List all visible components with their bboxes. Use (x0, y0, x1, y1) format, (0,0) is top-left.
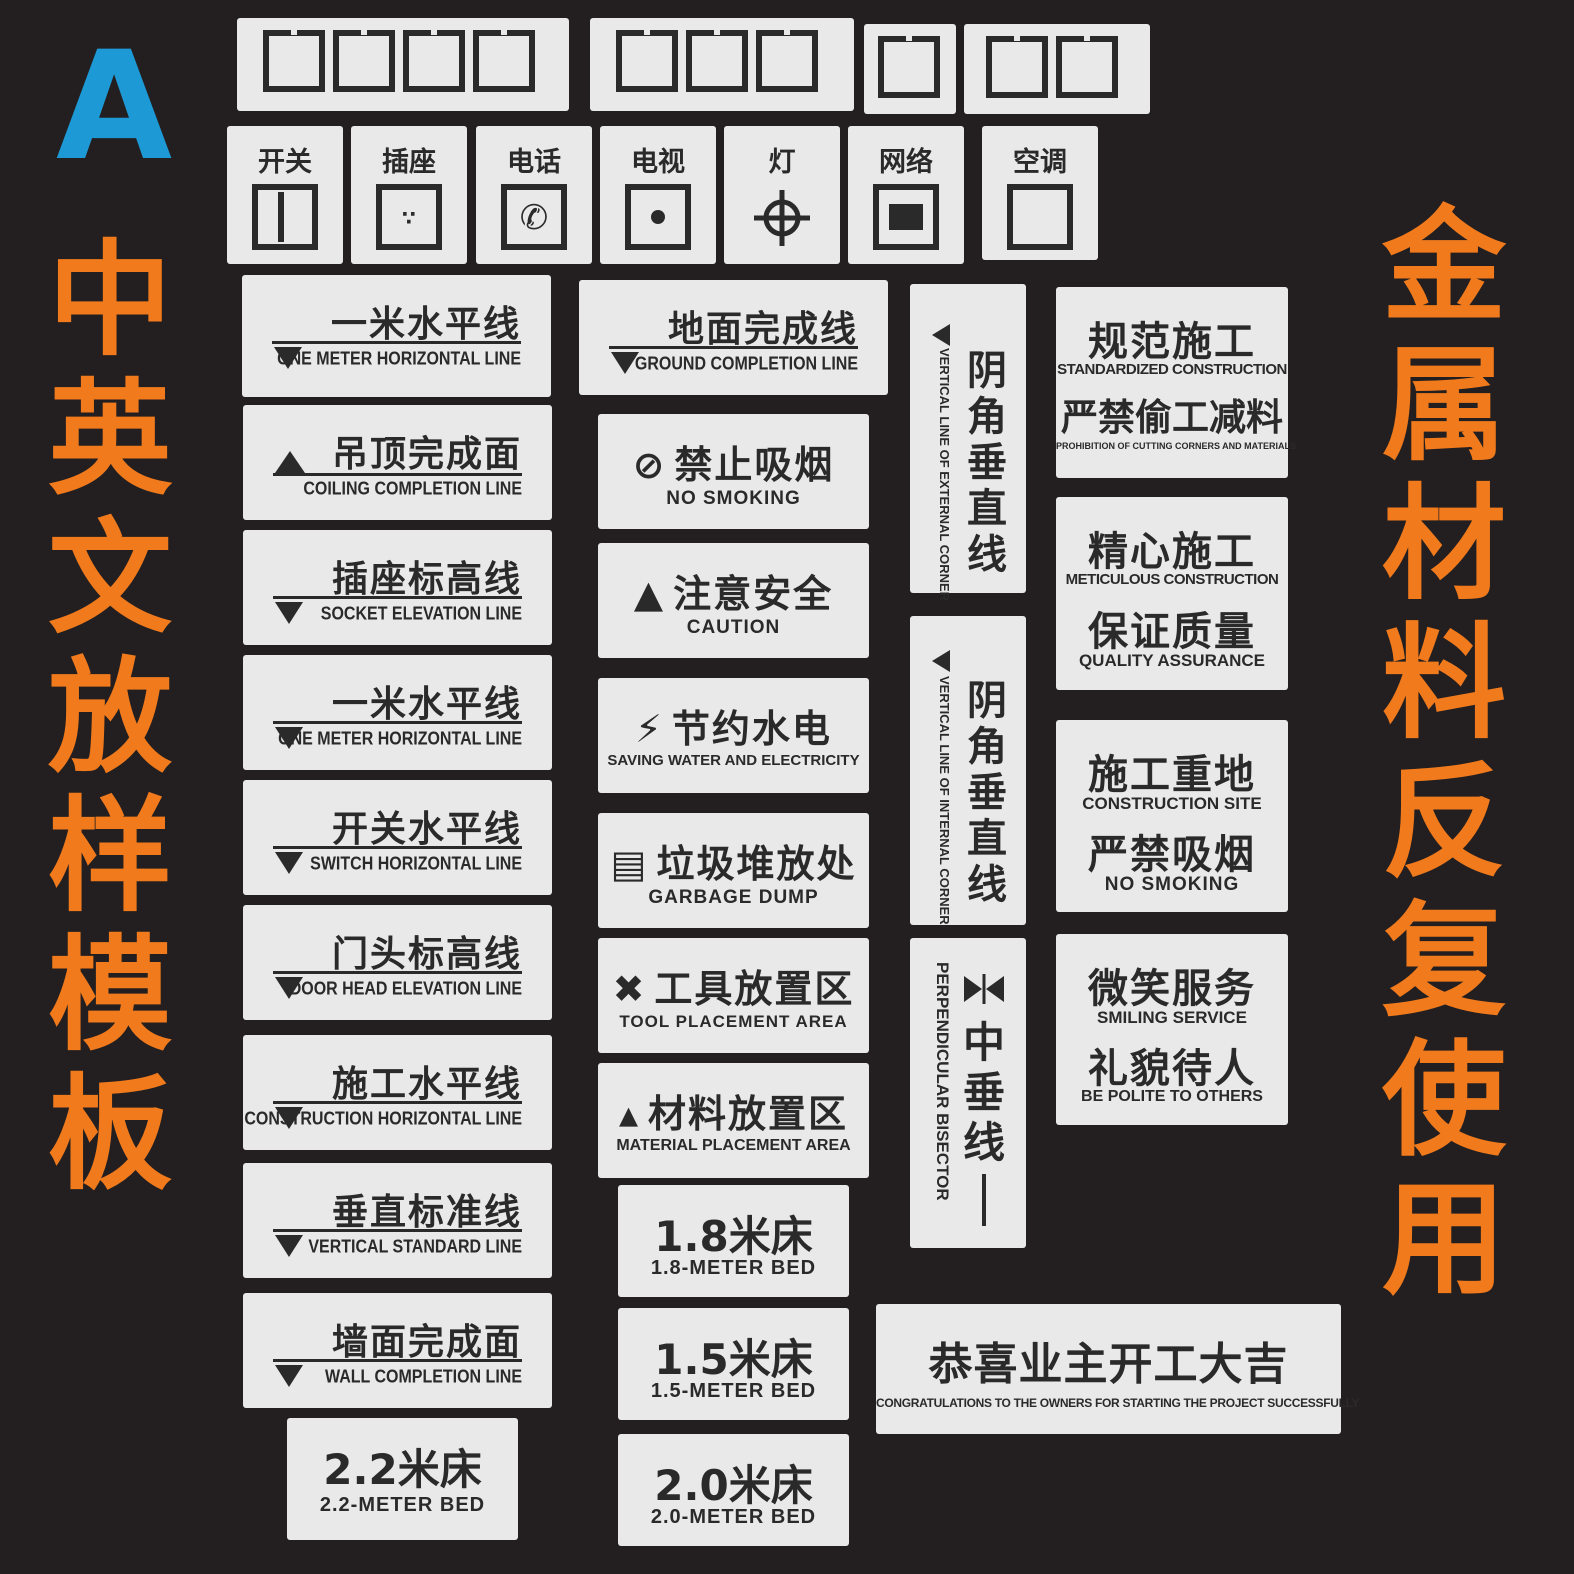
outlet-plate-4-gang (237, 18, 569, 111)
socket-icon: ∵ (376, 184, 442, 250)
arrow-left-icon (932, 324, 950, 346)
vertical-plate-external-corner: VERTICAL LINE OF EXTERNAL CORNER 阴角垂直线 (910, 284, 1026, 601)
outlet-plate-2-gang (964, 24, 1150, 114)
level-plate: 墙面完成面 WALL COMPLETION LINE (243, 1293, 552, 1408)
icon-plate-aircon: 空调 (982, 126, 1098, 260)
tools-icon: ✖ (612, 967, 647, 1011)
level-plate-ground: 地面完成线 GROUND COMPLETION LINE (579, 280, 888, 395)
level-plate: 插座标高线 SOCKET ELEVATION LINE (243, 530, 552, 645)
icon-plate-switch: 开关 (227, 126, 343, 264)
slogan-plate: 精心施工 METICULOUS CONSTRUCTION 保证质量 QUALIT… (1056, 497, 1288, 690)
slogan-plate: 施工重地 CONSTRUCTION SITE 严禁吸烟 NO SMOKING (1056, 720, 1288, 912)
faucet-icon: ⚡ (635, 707, 664, 751)
trash-icon: ▤ (610, 842, 649, 886)
arrow-down-icon (275, 1235, 303, 1257)
switch-icon (252, 184, 318, 250)
vertical-plate-internal-corner: VERTICAL LINE OF INTERNAL CORNER 阴角垂直线 (910, 616, 1026, 925)
icon-plate-socket: 插座 ∵ (351, 126, 467, 264)
tv-icon (625, 184, 691, 250)
outlet-plate-3-gang (590, 18, 854, 111)
left-title: 中英文放样模板 (47, 229, 172, 1207)
square-outline-icon (756, 29, 818, 92)
level-plate: 吊顶完成面 COILING COMPLETION LINE (243, 405, 552, 520)
outlet-plate-1-gang (864, 24, 956, 114)
arrow-down-icon (275, 727, 303, 749)
congrats-plate: 恭喜业主开工大吉 CONGRATULATIONS TO THE OWNERS F… (876, 1304, 1360, 1434)
sign-plate: ▲注意安全 CAUTION (598, 543, 869, 658)
sign-plate: ⚡节约水电 SAVING WATER AND ELECTRICITY (598, 678, 869, 793)
bed-plate: 1.5米床 1.5-METER BED (618, 1308, 849, 1420)
arrow-down-icon (275, 977, 303, 999)
light-icon (752, 188, 812, 248)
no-smoking-icon: ⊘ (632, 443, 667, 487)
square-outline-icon (263, 29, 325, 92)
icon-plate-tv: 电视 (600, 126, 716, 264)
arrow-down-icon (274, 347, 302, 369)
bed-plate: 2.0米床 2.0-METER BED (618, 1434, 849, 1546)
square-outline-icon (878, 35, 940, 98)
level-plate: 开关水平线 SWITCH HORIZONTAL LINE (243, 780, 552, 895)
level-plate: 门头标高线 DOOR HEAD ELEVATION LINE (243, 905, 552, 1020)
square-outline-icon (686, 29, 748, 92)
square-outline-icon (986, 35, 1048, 98)
right-title: 金属材料反复使用 (1381, 195, 1506, 1312)
slogan-plate: 微笑服务 SMILING SERVICE 礼貌待人 BE POLITE TO O… (1056, 934, 1288, 1125)
arrow-down-icon (275, 1107, 303, 1129)
square-outline-icon (473, 29, 535, 92)
sign-plate: ✖工具放置区 TOOL PLACEMENT AREA (598, 938, 869, 1053)
arrow-down-icon (275, 852, 303, 874)
aircon-icon (1007, 184, 1073, 250)
icon-plate-network: 网络 (848, 126, 964, 264)
network-icon (873, 184, 939, 250)
arrow-down-icon (611, 352, 639, 374)
phone-icon: ✆ (501, 184, 567, 250)
arrow-left-icon (932, 650, 950, 672)
level-plate: 施工水平线 CONSTRUCTION HORIZONTAL LINE (243, 1035, 552, 1150)
arrow-down-icon (275, 602, 303, 624)
square-outline-icon (403, 29, 465, 92)
bisector-icon (962, 974, 1006, 1004)
slogan-plate: 规范施工 STANDARDIZED CONSTRUCTION 严禁偷工减料 PR… (1056, 287, 1296, 478)
icon-plate-light: 灯 (724, 126, 840, 264)
level-plate: 一米水平线 ONE METER HORIZONTAL LINE (243, 655, 552, 770)
bed-plate: 1.8米床 1.8-METER BED (618, 1185, 849, 1297)
arrow-down-icon (275, 1365, 303, 1387)
vertical-plate-bisector: PERPENDICULAR BISECTOR 中垂线 (910, 938, 1026, 1248)
arrow-up-icon (275, 451, 305, 473)
sign-plate: ▴材料放置区 MATERIAL PLACEMENT AREA (598, 1063, 869, 1178)
sign-plate: ▤垃圾堆放处 GARBAGE DUMP (598, 813, 869, 928)
square-outline-icon (333, 29, 395, 92)
square-outline-icon (1056, 35, 1118, 98)
icon-plate-phone: 电话 ✆ (476, 126, 592, 264)
materials-icon: ▴ (618, 1092, 641, 1136)
square-outline-icon (616, 29, 678, 92)
brand-letter: A (56, 20, 173, 194)
level-plate: 一米水平线 ONE METER HORIZONTAL LINE (242, 275, 551, 397)
sign-plate: ⊘禁止吸烟 NO SMOKING (598, 414, 869, 529)
level-plate: 垂直标准线 VERTICAL STANDARD LINE (243, 1163, 552, 1278)
warning-icon: ▲ (633, 572, 666, 616)
bed-plate: 2.2米床 2.2-METER BED (287, 1418, 518, 1540)
